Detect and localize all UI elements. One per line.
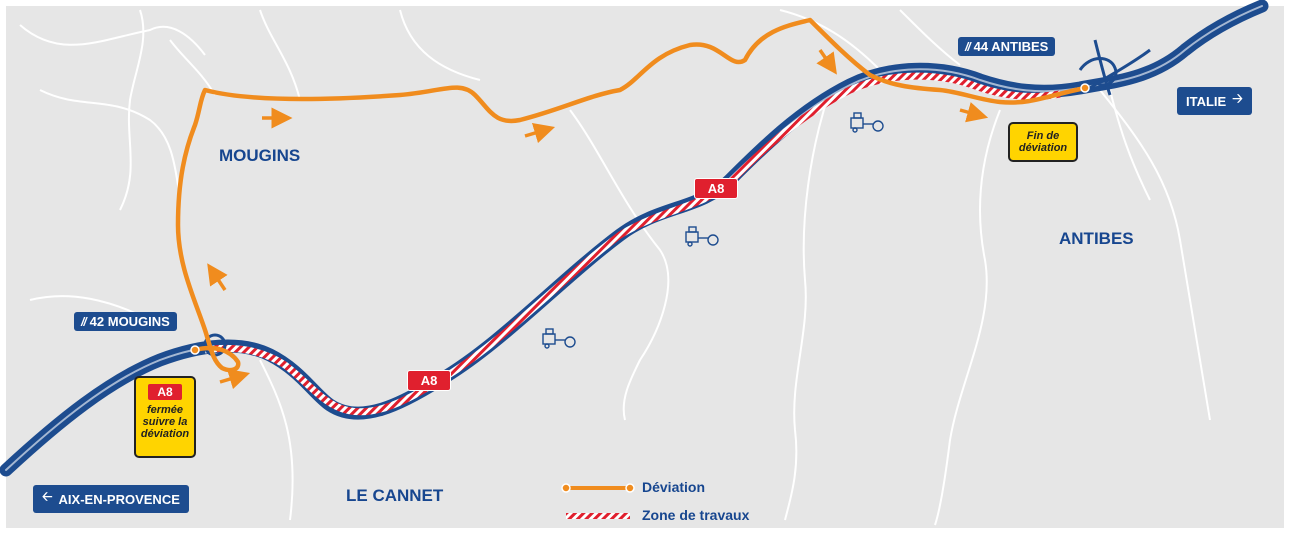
a8-shield-lower: A8 bbox=[407, 370, 451, 391]
exit-icon: // bbox=[81, 314, 87, 329]
a8-shield-upper: A8 bbox=[694, 178, 738, 199]
town-label-antibes: ANTIBES bbox=[1059, 229, 1134, 248]
detour-arrow bbox=[219, 368, 251, 390]
direction-sign-east: ITALIE 🡢 bbox=[1177, 87, 1252, 115]
town-label-le-cannet: LE CANNET bbox=[346, 486, 444, 505]
legend-detour-label: Déviation bbox=[642, 479, 706, 495]
notice-end-line2: déviation bbox=[1018, 142, 1068, 154]
notice-end: Fin de déviation bbox=[1008, 122, 1078, 162]
detour-arrow bbox=[207, 263, 228, 291]
direction-sign-west: 🡠 AIX-EN-PROVENCE bbox=[33, 485, 189, 513]
notice-closed-line1: fermée bbox=[146, 404, 184, 416]
exit-sign-44: // 44 ANTIBES bbox=[958, 37, 1056, 56]
direction-label-west: AIX-EN-PROVENCE bbox=[58, 491, 180, 507]
direction-label-east: ITALIE bbox=[1186, 93, 1227, 109]
legend-works-label: Zone de travaux bbox=[642, 507, 750, 523]
detour-route bbox=[175, 17, 1088, 373]
detour-start-point bbox=[190, 345, 200, 355]
legend-detour-line bbox=[561, 483, 635, 493]
exit-sign-42: // 42 MOUGINS bbox=[74, 312, 177, 331]
exit-icon: // bbox=[965, 39, 971, 54]
notice-closed-tag: A8 bbox=[148, 384, 182, 400]
detour-arrow bbox=[816, 49, 837, 75]
legend-works-swatch bbox=[566, 513, 630, 519]
town-label-mougins: MOUGINS bbox=[219, 146, 301, 165]
construction-vehicle-icon bbox=[850, 112, 884, 133]
arrow-right-icon: 🡢 bbox=[1232, 91, 1243, 106]
construction-vehicle-icon bbox=[685, 226, 719, 247]
construction-vehicle-icon bbox=[542, 328, 576, 349]
interchange-44 bbox=[1078, 39, 1151, 96]
exit-label-42: 42 MOUGINS bbox=[89, 314, 170, 329]
exit-label-44: 44 ANTIBES bbox=[973, 39, 1049, 54]
notice-closed-line2: suivre la bbox=[142, 416, 188, 428]
arrow-left-icon: 🡠 bbox=[42, 489, 53, 504]
notice-end-line1: Fin de bbox=[1026, 130, 1060, 142]
detour-arrow bbox=[959, 102, 989, 123]
detour-arrows bbox=[207, 49, 989, 390]
works-zone bbox=[204, 72, 1061, 416]
notice-closed-line3: déviation bbox=[140, 428, 190, 440]
detour-end-point bbox=[1080, 83, 1090, 93]
notice-closed: A8 fermée suivre la déviation bbox=[134, 376, 196, 458]
detour-arrow bbox=[524, 122, 556, 144]
